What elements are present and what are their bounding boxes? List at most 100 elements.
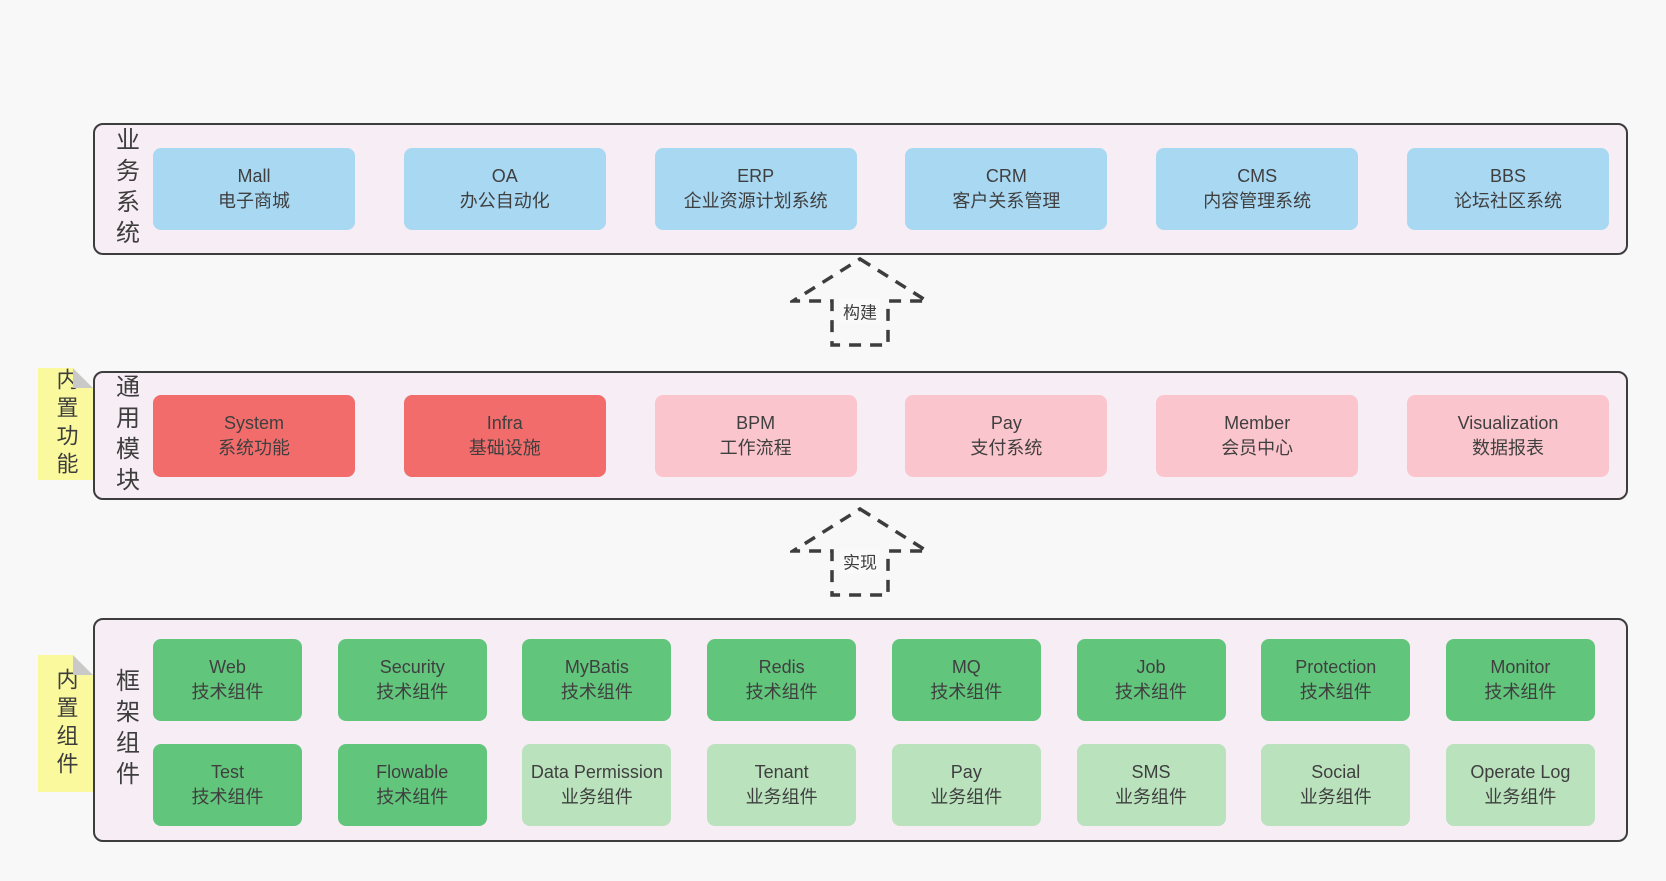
box-subtitle: 技术组件: [1299, 682, 1372, 702]
box-mq: MQ 技术组件: [891, 639, 1041, 721]
box-sms: SMS 业务组件: [1076, 744, 1226, 826]
box-title: Operate Log: [1470, 762, 1571, 782]
builtin-functions-sticky-note: 内置功能: [38, 368, 93, 480]
box-subtitle: 技术组件: [376, 682, 449, 702]
sticky-label: 内置功能: [53, 368, 79, 480]
build-arrow: 构建: [790, 256, 930, 348]
box-subtitle: 技术组件: [1115, 682, 1188, 702]
box-subtitle: 业务组件: [1299, 787, 1372, 807]
box-title: Test: [210, 762, 244, 782]
box-subtitle: 办公自动化: [459, 191, 550, 211]
box-subtitle: 业务组件: [1484, 787, 1557, 807]
box-subtitle: 电子商城: [218, 191, 290, 211]
implement-arrow-label: 实现: [840, 548, 880, 574]
common-modules-section: 通用模块 System 系统功能 Infra 基础设施 BPM 工作流程 Pay…: [93, 371, 1628, 500]
business-box-row: Mall 电子商城 OA 办公自动化 ERP 企业资源计划系统 CRM 客户关系…: [153, 148, 1609, 230]
box-title: ERP: [737, 166, 775, 186]
box-pay: Pay 支付系统: [905, 394, 1108, 477]
section-label: 业务系统: [111, 127, 139, 251]
box-bbs: BBS 论坛社区系统: [1406, 148, 1609, 230]
box-title: System: [223, 412, 284, 433]
box-mybatis: MyBatis 技术组件: [522, 639, 672, 721]
box-title: SMS: [1131, 762, 1171, 782]
box-title: Redis: [758, 657, 805, 677]
box-subtitle: 支付系统: [970, 437, 1043, 458]
box-subtitle: 技术组件: [930, 682, 1003, 702]
box-web: Web 技术组件: [153, 639, 302, 721]
components-row-2: Test 技术组件 Flowable 技术组件 Data Permission …: [153, 744, 1595, 826]
dashed-up-arrow-icon: [790, 506, 930, 597]
section-label: 框架组件: [111, 668, 139, 792]
box-bpm: BPM 工作流程: [654, 394, 857, 477]
box-title: MyBatis: [564, 657, 629, 677]
box-test: Test 技术组件: [153, 744, 302, 826]
box-cms: CMS 内容管理系统: [1156, 148, 1359, 230]
box-title: Visualization: [1457, 412, 1559, 433]
box-subtitle: 技术组件: [191, 787, 264, 807]
box-subtitle: 业务组件: [745, 787, 818, 807]
box-subtitle: 会员中心: [1221, 437, 1294, 458]
section-label: 通用模块: [111, 373, 139, 498]
box-title: Protection: [1295, 657, 1377, 677]
box-subtitle: 基础设施: [468, 437, 541, 458]
section-label-wrap: 通用模块: [101, 373, 149, 498]
dashed-up-arrow-icon: [790, 256, 930, 347]
box-subtitle: 技术组件: [745, 682, 818, 702]
box-subtitle: 业务组件: [930, 787, 1003, 807]
box-subtitle: 论坛社区系统: [1453, 191, 1562, 211]
box-subtitle: 内容管理系统: [1203, 191, 1312, 211]
box-subtitle: 业务组件: [560, 787, 633, 807]
box-title: Monitor: [1490, 657, 1551, 677]
box-title: Pay: [990, 412, 1022, 433]
box-subtitle: 工作流程: [719, 437, 792, 458]
box-title: Flowable: [376, 762, 449, 782]
build-arrow-label: 构建: [840, 298, 880, 324]
framework-components-section: 框架组件 Web 技术组件 Security 技术组件 MyBatis 技术组件…: [93, 618, 1628, 842]
box-title: MQ: [951, 657, 981, 677]
box-tenant: Tenant 业务组件: [707, 744, 857, 826]
box-title: Security: [379, 657, 445, 677]
box-subtitle: 业务组件: [1115, 787, 1188, 807]
section-label-wrap: 业务系统: [101, 125, 149, 253]
box-data-permission: Data Permission 业务组件: [522, 744, 672, 826]
box-subtitle: 技术组件: [1484, 682, 1557, 702]
box-title: Social: [1311, 762, 1361, 782]
box-subtitle: 技术组件: [191, 682, 264, 702]
box-title: OA: [491, 166, 518, 186]
box-subtitle: 客户关系管理: [952, 191, 1061, 211]
box-mall: Mall 电子商城: [153, 148, 355, 230]
box-title: BBS: [1489, 166, 1526, 186]
business-systems-section: 业务系统 Mall 电子商城 OA 办公自动化 ERP 企业资源计划系统 CRM…: [93, 123, 1628, 255]
box-title: Mall: [237, 166, 271, 186]
box-erp: ERP 企业资源计划系统: [654, 148, 857, 230]
sticky-label: 内置组件: [53, 667, 79, 780]
box-infra: Infra 基础设施: [403, 394, 606, 477]
box-crm: CRM 客户关系管理: [905, 148, 1108, 230]
box-monitor: Monitor 技术组件: [1445, 639, 1595, 721]
components-row-1: Web 技术组件 Security 技术组件 MyBatis 技术组件 Redi…: [153, 639, 1595, 721]
modules-box-row: System 系统功能 Infra 基础设施 BPM 工作流程 Pay 支付系统…: [153, 394, 1609, 477]
box-title: Pay: [950, 762, 982, 782]
box-protection: Protection 技术组件: [1261, 639, 1411, 721]
box-title: Data Permission: [530, 762, 663, 782]
box-subtitle: 技术组件: [376, 787, 449, 807]
box-title: Tenant: [754, 762, 809, 782]
box-subtitle: 数据报表: [1471, 437, 1544, 458]
box-security: Security 技术组件: [337, 639, 487, 721]
box-visualization: Visualization 数据报表: [1406, 394, 1609, 477]
box-subtitle: 系统功能: [218, 437, 290, 458]
builtin-components-sticky-note: 内置组件: [38, 655, 93, 792]
box-title: CRM: [985, 166, 1027, 186]
box-oa: OA 办公自动化: [403, 148, 606, 230]
box-flowable: Flowable 技术组件: [337, 744, 487, 826]
box-title: BPM: [736, 412, 776, 433]
box-title: Web: [209, 657, 246, 677]
box-title: Member: [1224, 412, 1291, 433]
box-member: Member 会员中心: [1156, 394, 1359, 477]
box-redis: Redis 技术组件: [707, 639, 857, 721]
implement-arrow: 实现: [790, 506, 930, 598]
box-system: System 系统功能: [153, 394, 355, 477]
box-pay-business: Pay 业务组件: [891, 744, 1041, 826]
box-title: Job: [1136, 657, 1166, 677]
box-operate-log: Operate Log 业务组件: [1445, 744, 1595, 826]
